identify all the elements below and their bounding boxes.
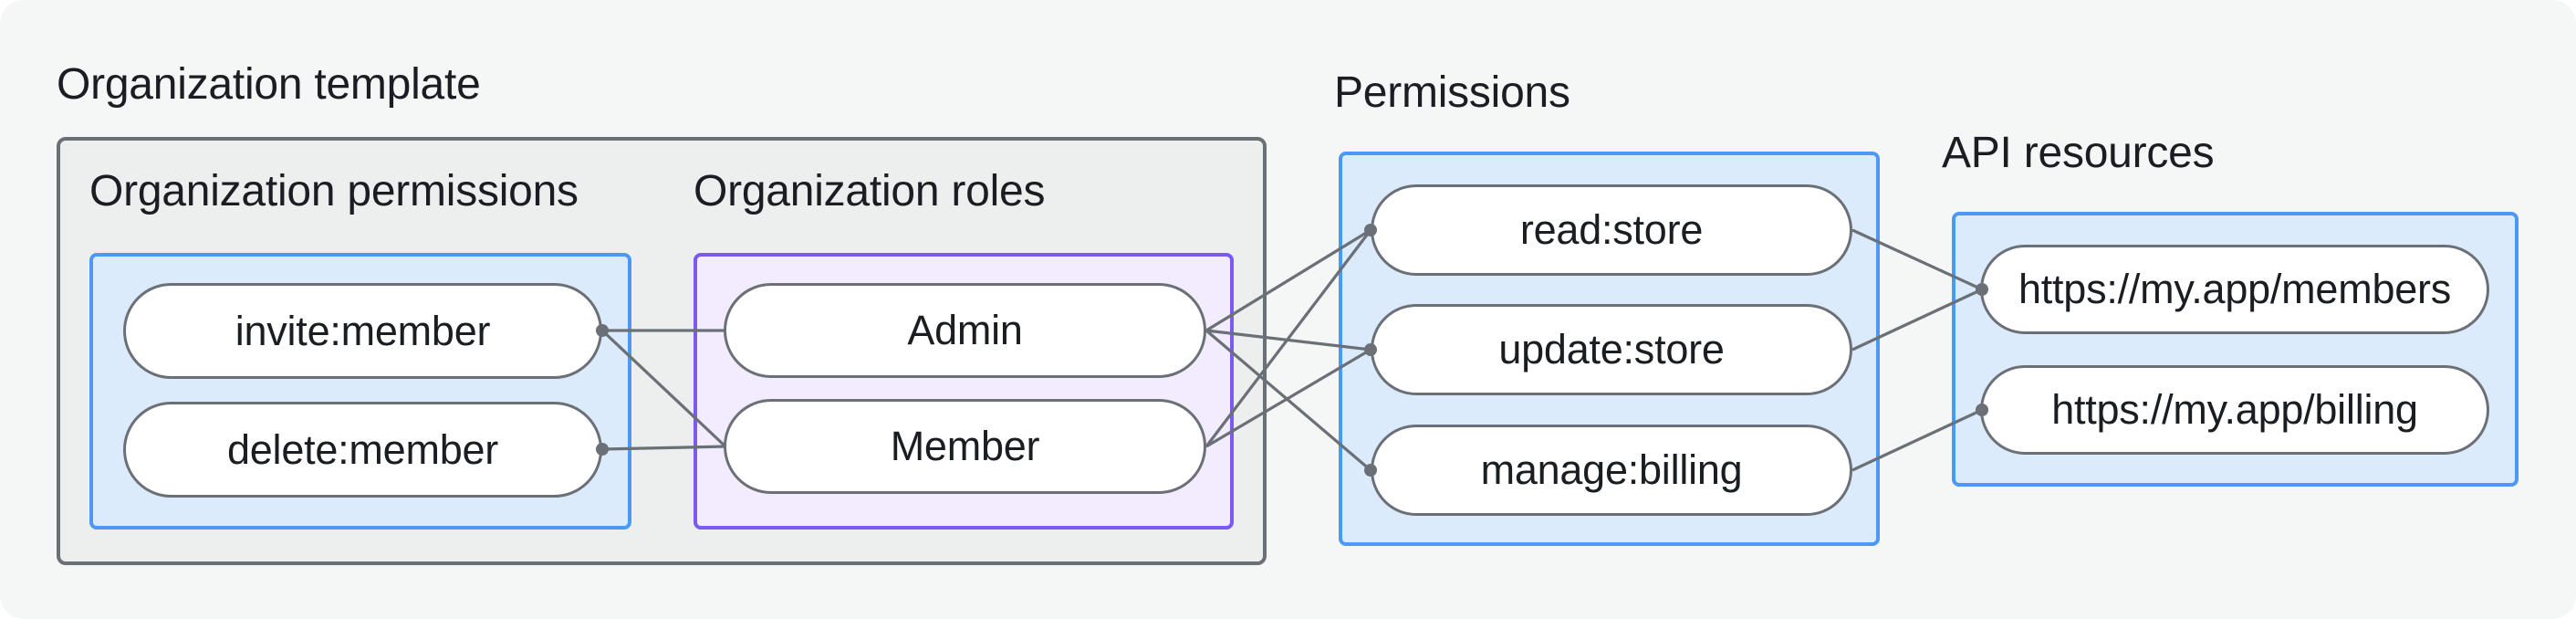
- organization-template-title: Organization template: [57, 60, 481, 109]
- node-delete-member: delete:member: [123, 402, 602, 498]
- node-member: Member: [724, 399, 1206, 494]
- organization-permissions-title: Organization permissions: [89, 167, 579, 215]
- node-admin: Admin: [724, 283, 1206, 378]
- node-manage-billing: manage:billing: [1371, 425, 1852, 516]
- api-resources-title: API resources: [1942, 129, 2215, 177]
- node-read-store: read:store: [1371, 184, 1852, 276]
- node-api-billing: https://my.app/billing: [1980, 365, 2489, 455]
- node-api-members: https://my.app/members: [1980, 245, 2489, 334]
- node-update-store: update:store: [1371, 304, 1852, 395]
- organization-roles-title: Organization roles: [694, 167, 1046, 215]
- permissions-title: Permissions: [1334, 68, 1570, 117]
- node-invite-member: invite:member: [123, 283, 602, 379]
